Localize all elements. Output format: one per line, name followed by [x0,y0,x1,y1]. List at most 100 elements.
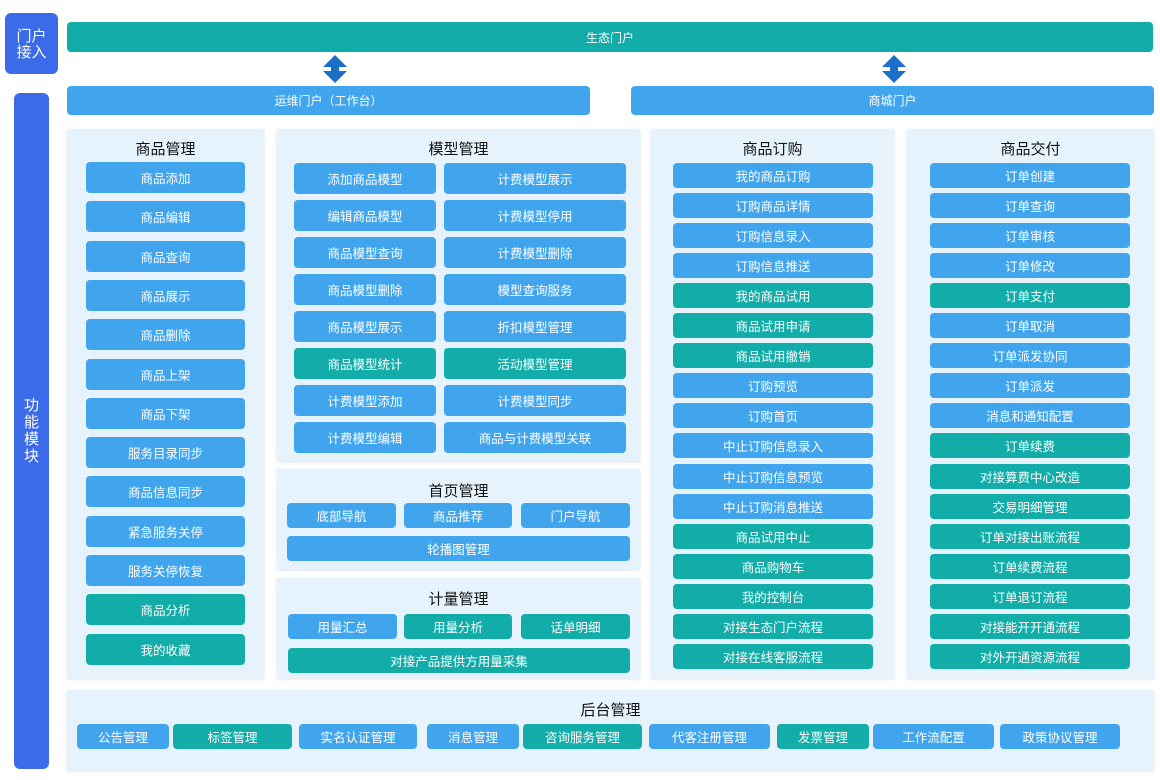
goods-order-item-button[interactable]: 订购信息录入 [673,223,873,249]
goods-delivery-item-button[interactable]: 订单审核 [930,223,1130,249]
model-management-item-button[interactable]: 计费模型展示 [444,163,626,194]
home-management-item-button[interactable]: 商品推荐 [404,503,512,528]
model-management-item-button[interactable]: 活动模型管理 [444,348,626,379]
goods-management-title: 商品管理 [135,140,196,158]
backend-management-panel: 后台管理 公告管理标签管理实名认证管理消息管理咨询服务管理代客注册管理发票管理工… [67,690,1154,770]
goods-order-item-button[interactable]: 订购首页 [673,403,873,429]
goods-delivery-item-button[interactable]: 订单支付 [930,283,1130,309]
model-management-item-button[interactable]: 商品模型展示 [294,311,436,342]
portal-access-label: 门户接入 [5,13,58,74]
mall-portal-bar: 商城门户 [631,86,1154,115]
goods-management-item-button[interactable]: 商品添加 [86,162,245,193]
meter-management-item-button[interactable]: 用量汇总 [288,614,397,639]
model-management-item-button[interactable]: 折扣模型管理 [444,311,626,342]
goods-delivery-item-button[interactable]: 订单派发协同 [930,343,1130,369]
ops-portal-label: 运维门户（工作台） [274,94,383,108]
backend-management-title: 后台管理 [580,701,641,719]
goods-management-item-button[interactable]: 我的收藏 [86,633,245,665]
backend-management-item-button[interactable]: 公告管理 [77,724,169,749]
goods-delivery-title: 商品交付 [1000,140,1061,158]
eco-portal-label: 生态门户 [585,30,634,45]
goods-management-item-button[interactable]: 商品下架 [86,397,245,429]
model-management-item-button[interactable]: 计费模型同步 [444,385,626,416]
goods-delivery-item-button[interactable]: 订单对接出账流程 [930,523,1130,549]
function-module-label: 功能模块 [14,93,49,769]
model-management-item-button[interactable]: 计费模型删除 [444,237,626,268]
goods-delivery-item-button[interactable]: 订单派发 [930,373,1130,399]
goods-order-item-button[interactable]: 我的商品试用 [673,283,873,309]
portal-access-text: 门户接入 [16,26,47,61]
goods-order-item-button[interactable]: 中止订购信息录入 [673,433,873,459]
function-module-text: 功能模块 [23,396,39,465]
model-management-item-button[interactable]: 计费模型编辑 [294,422,436,453]
backend-management-item-button[interactable]: 代客注册管理 [649,724,770,749]
goods-order-item-button[interactable]: 中止订购信息预览 [673,463,873,489]
backend-management-item-button[interactable]: 工作流配置 [873,724,994,749]
goods-management-item-button[interactable]: 商品分析 [86,594,245,626]
backend-management-item-button[interactable]: 标签管理 [173,724,292,749]
goods-delivery-item-button[interactable]: 订单修改 [930,253,1130,279]
model-management-item-button[interactable]: 商品模型查询 [294,237,436,268]
goods-management-item-button[interactable]: 服务关停恢复 [86,555,245,586]
home-management-item-button[interactable]: 门户导航 [521,503,630,528]
goods-order-item-button[interactable]: 中止订购消息推送 [673,493,873,519]
goods-delivery-item-button[interactable]: 订单续费流程 [930,553,1130,579]
goods-management-item-button[interactable]: 商品查询 [86,240,245,272]
goods-delivery-item-button[interactable]: 订单查询 [930,193,1130,219]
ops-portal-bar: 运维门户（工作台） [67,86,590,115]
goods-order-item-button[interactable]: 订购商品详情 [673,193,873,219]
model-management-item-button[interactable]: 模型查询服务 [444,274,626,305]
meter-management-title: 计量管理 [428,590,489,608]
goods-order-item-button[interactable]: 订购预览 [673,373,873,399]
home-management-panel: 首页管理 底部导航商品推荐门户导航轮播图管理 [277,469,640,569]
double-arrow-icon [882,55,906,83]
goods-order-item-button[interactable]: 商品购物车 [673,553,873,579]
backend-management-item-button[interactable]: 实名认证管理 [299,724,417,749]
backend-management-item-button[interactable]: 政策协议管理 [1000,724,1120,749]
backend-management-item-button[interactable]: 咨询服务管理 [523,724,642,749]
model-management-title: 模型管理 [428,140,489,158]
goods-management-item-button[interactable]: 商品上架 [86,358,245,390]
backend-management-item-button[interactable]: 发票管理 [777,724,869,749]
mall-portal-label: 商城门户 [868,94,917,108]
goods-order-item-button[interactable]: 商品试用中止 [673,523,873,549]
goods-order-item-button[interactable]: 我的控制台 [673,583,873,609]
model-management-item-button[interactable]: 计费模型添加 [294,385,436,416]
model-management-item-button[interactable]: 添加商品模型 [294,163,436,194]
goods-delivery-item-button[interactable]: 订单退订流程 [930,583,1130,609]
meter-management-item-button[interactable]: 话单明细 [521,614,630,639]
model-management-item-button[interactable]: 计费模型停用 [444,200,626,231]
goods-management-item-button[interactable]: 服务目录同步 [86,437,245,469]
goods-management-item-button[interactable]: 商品信息同步 [86,476,245,508]
goods-delivery-item-button[interactable]: 消息和通知配置 [930,403,1130,429]
meter-management-item-button[interactable]: 对接产品提供方用量采集 [288,648,630,673]
model-management-item-button[interactable]: 编辑商品模型 [294,200,436,231]
goods-delivery-item-button[interactable]: 订单续费 [930,433,1130,459]
goods-order-item-button[interactable]: 订购信息推送 [673,253,873,279]
goods-delivery-item-button[interactable]: 对接能开开通流程 [930,613,1130,639]
goods-order-item-button[interactable]: 商品试用申请 [673,313,873,339]
goods-delivery-item-button[interactable]: 对外开通资源流程 [930,643,1130,669]
goods-management-item-button[interactable]: 商品展示 [86,279,245,311]
home-management-item-button[interactable]: 底部导航 [287,503,396,528]
model-management-item-button[interactable]: 商品与计费模型关联 [444,422,626,453]
goods-order-item-button[interactable]: 对接在线客服流程 [673,643,873,669]
backend-management-item-button[interactable]: 消息管理 [427,724,519,749]
meter-management-item-button[interactable]: 用量分析 [404,614,512,639]
goods-delivery-item-button[interactable]: 交易明细管理 [930,493,1130,519]
goods-order-item-button[interactable]: 对接生态门户流程 [673,613,873,639]
goods-order-item-button[interactable]: 我的商品订购 [673,163,873,188]
model-management-item-button[interactable]: 商品模型删除 [294,274,436,305]
goods-management-item-button[interactable]: 商品删除 [86,319,245,351]
meter-management-panel: 计量管理 用量汇总用量分析话单明细对接产品提供方用量采集 [277,578,640,678]
home-management-item-button[interactable]: 轮播图管理 [287,536,630,561]
goods-management-item-button[interactable]: 商品编辑 [86,201,245,233]
goods-delivery-panel: 商品交付 订单创建订单查询订单审核订单修改订单支付订单取消订单派发协同订单派发消… [907,129,1154,678]
goods-delivery-item-button[interactable]: 对接算费中心改造 [930,463,1130,489]
goods-delivery-item-button[interactable]: 订单创建 [930,163,1130,188]
model-management-item-button[interactable]: 商品模型统计 [294,348,436,379]
goods-management-item-button[interactable]: 紧急服务关停 [86,515,245,547]
goods-delivery-item-button[interactable]: 订单取消 [930,313,1130,339]
goods-order-panel: 商品订购 我的商品订购订购商品详情订购信息录入订购信息推送我的商品试用商品试用申… [651,129,894,678]
goods-order-item-button[interactable]: 商品试用撤销 [673,343,873,369]
